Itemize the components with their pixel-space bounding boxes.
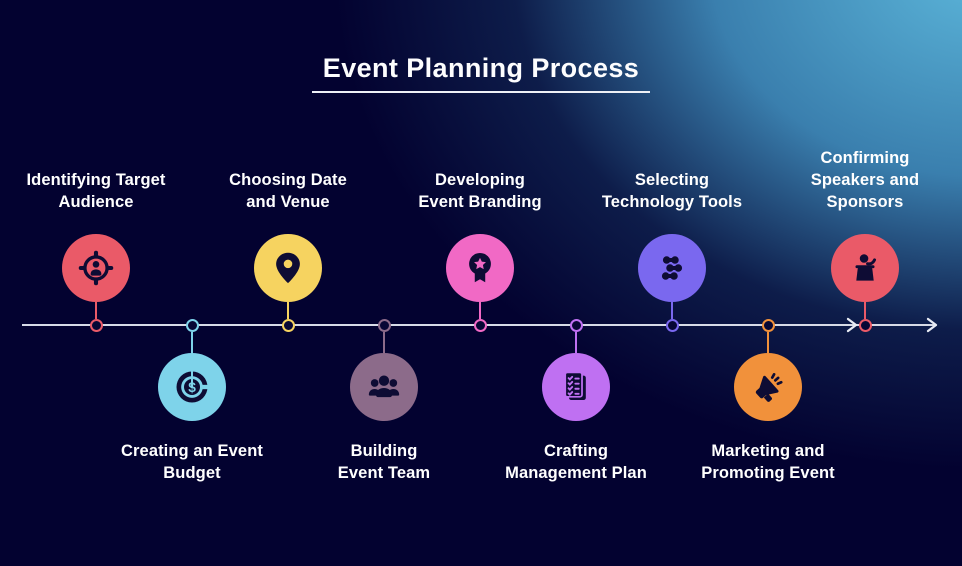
megaphone-icon xyxy=(755,373,783,402)
step-label: Selecting Technology Tools xyxy=(601,171,743,212)
step-label: Marketing and Promoting Event xyxy=(701,442,835,482)
location-pin-icon xyxy=(276,252,300,284)
step-identifying-target-audience: Identifying Target Audience xyxy=(0,140,196,332)
connector-dot xyxy=(89,319,103,332)
connector-dot xyxy=(185,319,199,332)
step-label: Creating an Event Budget xyxy=(121,442,263,482)
step-crafting-management-plan: Crafting Management Plan xyxy=(476,319,676,485)
connector-dot xyxy=(665,319,679,332)
timeline-end-arrow-icon xyxy=(926,317,938,333)
connector-dot xyxy=(569,319,583,332)
timeline-mid-arrow-icon xyxy=(846,317,858,333)
connector-line xyxy=(671,302,673,319)
step-developing-event-branding: Developing Event Branding xyxy=(380,140,580,332)
connector-dot xyxy=(473,319,487,332)
network-nodes-icon xyxy=(661,256,683,280)
connector-dot xyxy=(858,319,872,332)
page-title: Event Planning Process xyxy=(322,53,640,83)
connector-line xyxy=(287,302,289,319)
connector-line xyxy=(575,332,577,353)
step-label: Building Event Team xyxy=(337,442,431,482)
step-circle xyxy=(542,353,610,421)
connector-line xyxy=(383,332,385,353)
connector-dot xyxy=(281,319,295,332)
connector-dot xyxy=(377,319,391,332)
step-building-event-team: Building Event Team xyxy=(284,319,484,485)
step-label: Identifying Target Audience xyxy=(26,171,166,212)
title-underline xyxy=(312,91,650,93)
speaker-podium-icon xyxy=(855,254,877,281)
step-circle xyxy=(62,234,130,302)
step-marketing-promoting-event: Marketing and Promoting Event xyxy=(668,319,868,485)
checklist-icon xyxy=(564,371,586,400)
step-label: Confirming Speakers and Sponsors xyxy=(810,149,920,212)
connector-dot xyxy=(761,319,775,332)
step-creating-event-budget: $ Creating an Event Budget xyxy=(92,319,292,485)
connector-line xyxy=(95,302,97,319)
connector-line xyxy=(767,332,769,353)
step-label: Crafting Management Plan xyxy=(505,442,647,482)
step-circle xyxy=(446,234,514,302)
connector-through-line xyxy=(191,332,193,388)
step-label: Choosing Date and Venue xyxy=(229,171,347,212)
step-circle xyxy=(831,234,899,302)
step-circle xyxy=(350,353,418,421)
connector-line xyxy=(479,302,481,319)
step-circle xyxy=(638,234,706,302)
connector-line xyxy=(864,302,866,319)
step-choosing-date-venue: Choosing Date and Venue xyxy=(188,140,388,332)
target-audience-icon xyxy=(78,250,114,286)
team-icon xyxy=(368,375,400,398)
step-circle xyxy=(254,234,322,302)
step-label: Developing Event Branding xyxy=(418,171,542,212)
award-badge-icon xyxy=(469,252,491,283)
step-confirming-speakers-sponsors: Confirming Speakers and Sponsors xyxy=(765,140,962,332)
step-selecting-technology-tools: Selecting Technology Tools xyxy=(572,140,772,332)
step-circle xyxy=(734,353,802,421)
